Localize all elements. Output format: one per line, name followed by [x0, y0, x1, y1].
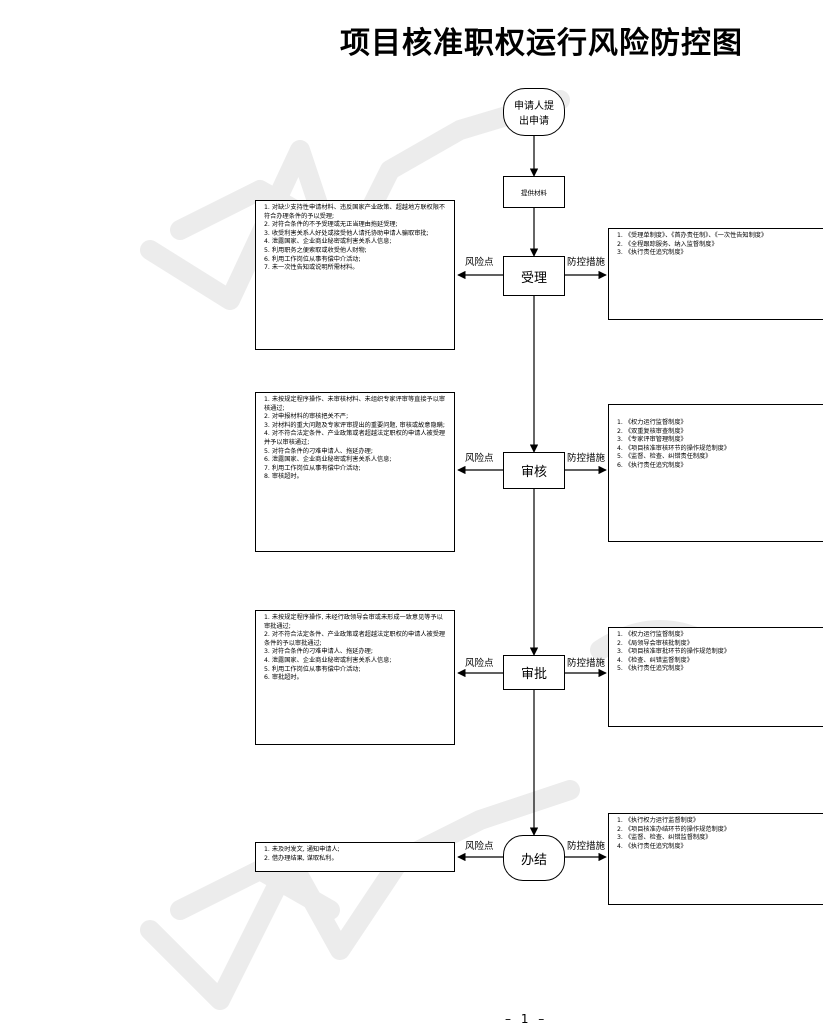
risk-box-accept: 1. 对缺少支持性申请材料、违反国家产业政策、超越地方联权限不符合办理条件的予以…	[255, 200, 455, 350]
page-number: – 1 –	[505, 1012, 548, 1026]
risk-label-approve: 风险点	[465, 658, 494, 669]
control-box-review: 1. 《权力运行监督制度》 2. 《双重复核审查制度》 3. 《专家评审管理制度…	[608, 404, 823, 542]
stage-node-finish: 办结	[503, 835, 565, 881]
start-node: 申请人提出申请	[503, 88, 565, 136]
control-box-accept: 1. 《受理单制度》、《首办责任制》、《一次性告知制度》 2. 《全程跟踪服务、…	[608, 228, 823, 320]
risk-box-finish: 1. 未及时发文, 通知申请人; 2. 借办理结果, 谋取私利。	[255, 842, 455, 872]
control-label-review: 防控措施	[567, 453, 606, 464]
risk-label-accept: 风险点	[465, 257, 494, 268]
risk-label-finish: 风险点	[465, 841, 494, 852]
stage-name-approve: 审批	[520, 667, 547, 682]
stage-node-review: 审核	[503, 452, 565, 489]
stage-node-accept: 受理	[503, 256, 565, 296]
stage-name-finish: 办结	[520, 852, 547, 868]
stage-name-accept: 受理	[520, 270, 547, 286]
start-node-label: 申请人提出申请	[514, 101, 554, 127]
control-label-finish: 防控措施	[567, 841, 606, 852]
control-box-finish: 1. 《执行权力运行监督制度》 2. 《项目核准办结环节的操作规范制度》 3. …	[608, 813, 823, 905]
submit-materials-label: 提供材料	[521, 189, 547, 197]
stage-name-review: 审核	[520, 465, 547, 480]
control-label-approve: 防控措施	[567, 658, 606, 669]
page-title: 项目核准职权运行风险防控图	[340, 26, 743, 61]
risk-label-review: 风险点	[465, 453, 494, 464]
risk-box-review: 1. 未按规定程序操作、未审核材料、未组织专家评审等直接予以审核通过; 2. 对…	[255, 392, 455, 552]
stage-node-approve: 审批	[503, 655, 565, 690]
control-box-approve: 1. 《权力运行监督制度》 2. 《局领导会审核批制度》 3. 《项目核准审批环…	[608, 627, 823, 727]
risk-box-approve: 1. 未按规定程序操作, 未经行政领导会审或未形成一致意见等予以审批通过; 2.…	[255, 610, 455, 745]
control-label-accept: 防控措施	[567, 257, 606, 268]
submit-materials-node: 提供材料	[503, 176, 565, 208]
